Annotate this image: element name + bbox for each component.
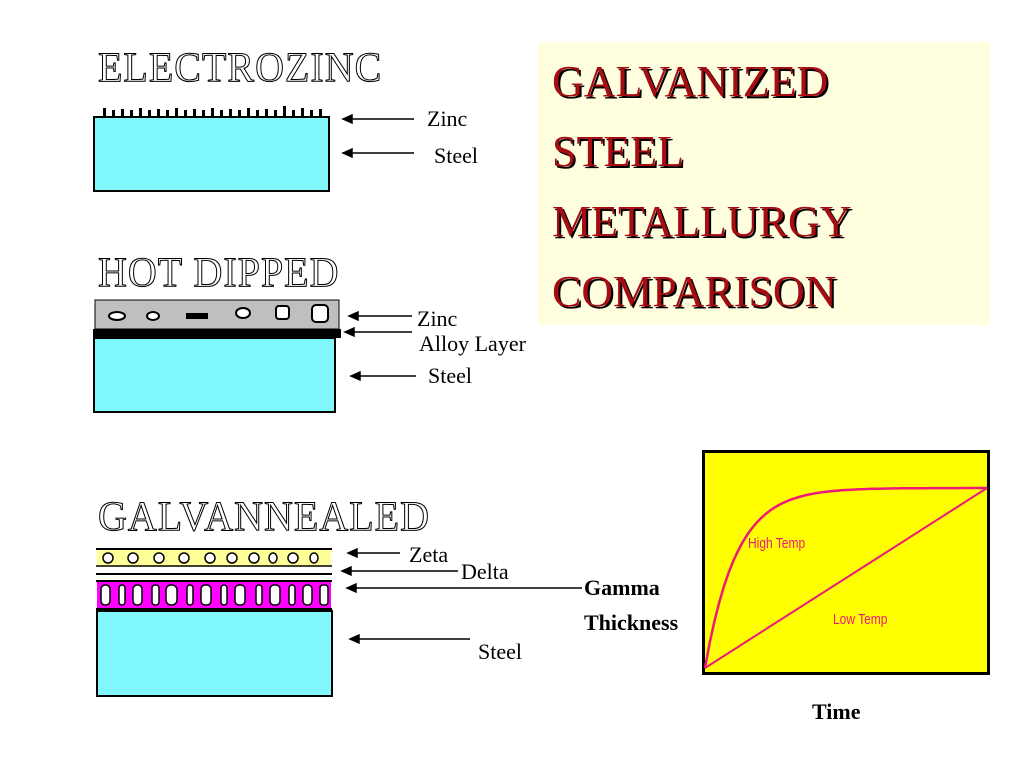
hot-dipped-steel-block	[93, 337, 336, 413]
high-temp-label: High Temp	[748, 535, 806, 552]
galvannealed-title: GALVANNEALED	[98, 492, 430, 541]
electrozinc-steel-label: Steel	[434, 143, 478, 168]
title-line-4: COMPARISON	[552, 267, 837, 316]
high-temp-curve	[703, 486, 987, 669]
galvannealed-delta-label: Delta	[461, 559, 509, 584]
chart-y-axis-label: Thickness	[584, 610, 679, 635]
title-line-1: GALVANIZED	[552, 57, 829, 106]
hot-dipped-zinc-label: Zinc	[417, 306, 458, 331]
galvannealed-zeta-label: Zeta	[409, 542, 449, 567]
hot-dipped-title: HOT DIPPED	[98, 248, 340, 297]
galvannealed-steel-label: Steel	[478, 639, 522, 664]
electrozinc-zinc-label: Zinc	[427, 106, 468, 131]
title-box	[538, 42, 990, 325]
hot-dipped-alloy-label: Alloy Layer	[419, 331, 526, 356]
chart-x-axis-label: Time	[812, 699, 861, 724]
hot-dipped-steel-label: Steel	[428, 363, 472, 388]
galvannealed-gamma-label: Gamma	[584, 575, 660, 600]
electrozinc-steel-block	[93, 116, 330, 192]
electrozinc-title: ELECTROZINC	[97, 43, 383, 92]
galvannealed-steel-block	[96, 610, 333, 697]
low-temp-curve	[704, 487, 988, 669]
title-line-2: STEEL	[552, 127, 684, 176]
title-line-3: METALLURGY	[552, 197, 852, 246]
low-temp-label: Low Temp	[833, 611, 888, 628]
